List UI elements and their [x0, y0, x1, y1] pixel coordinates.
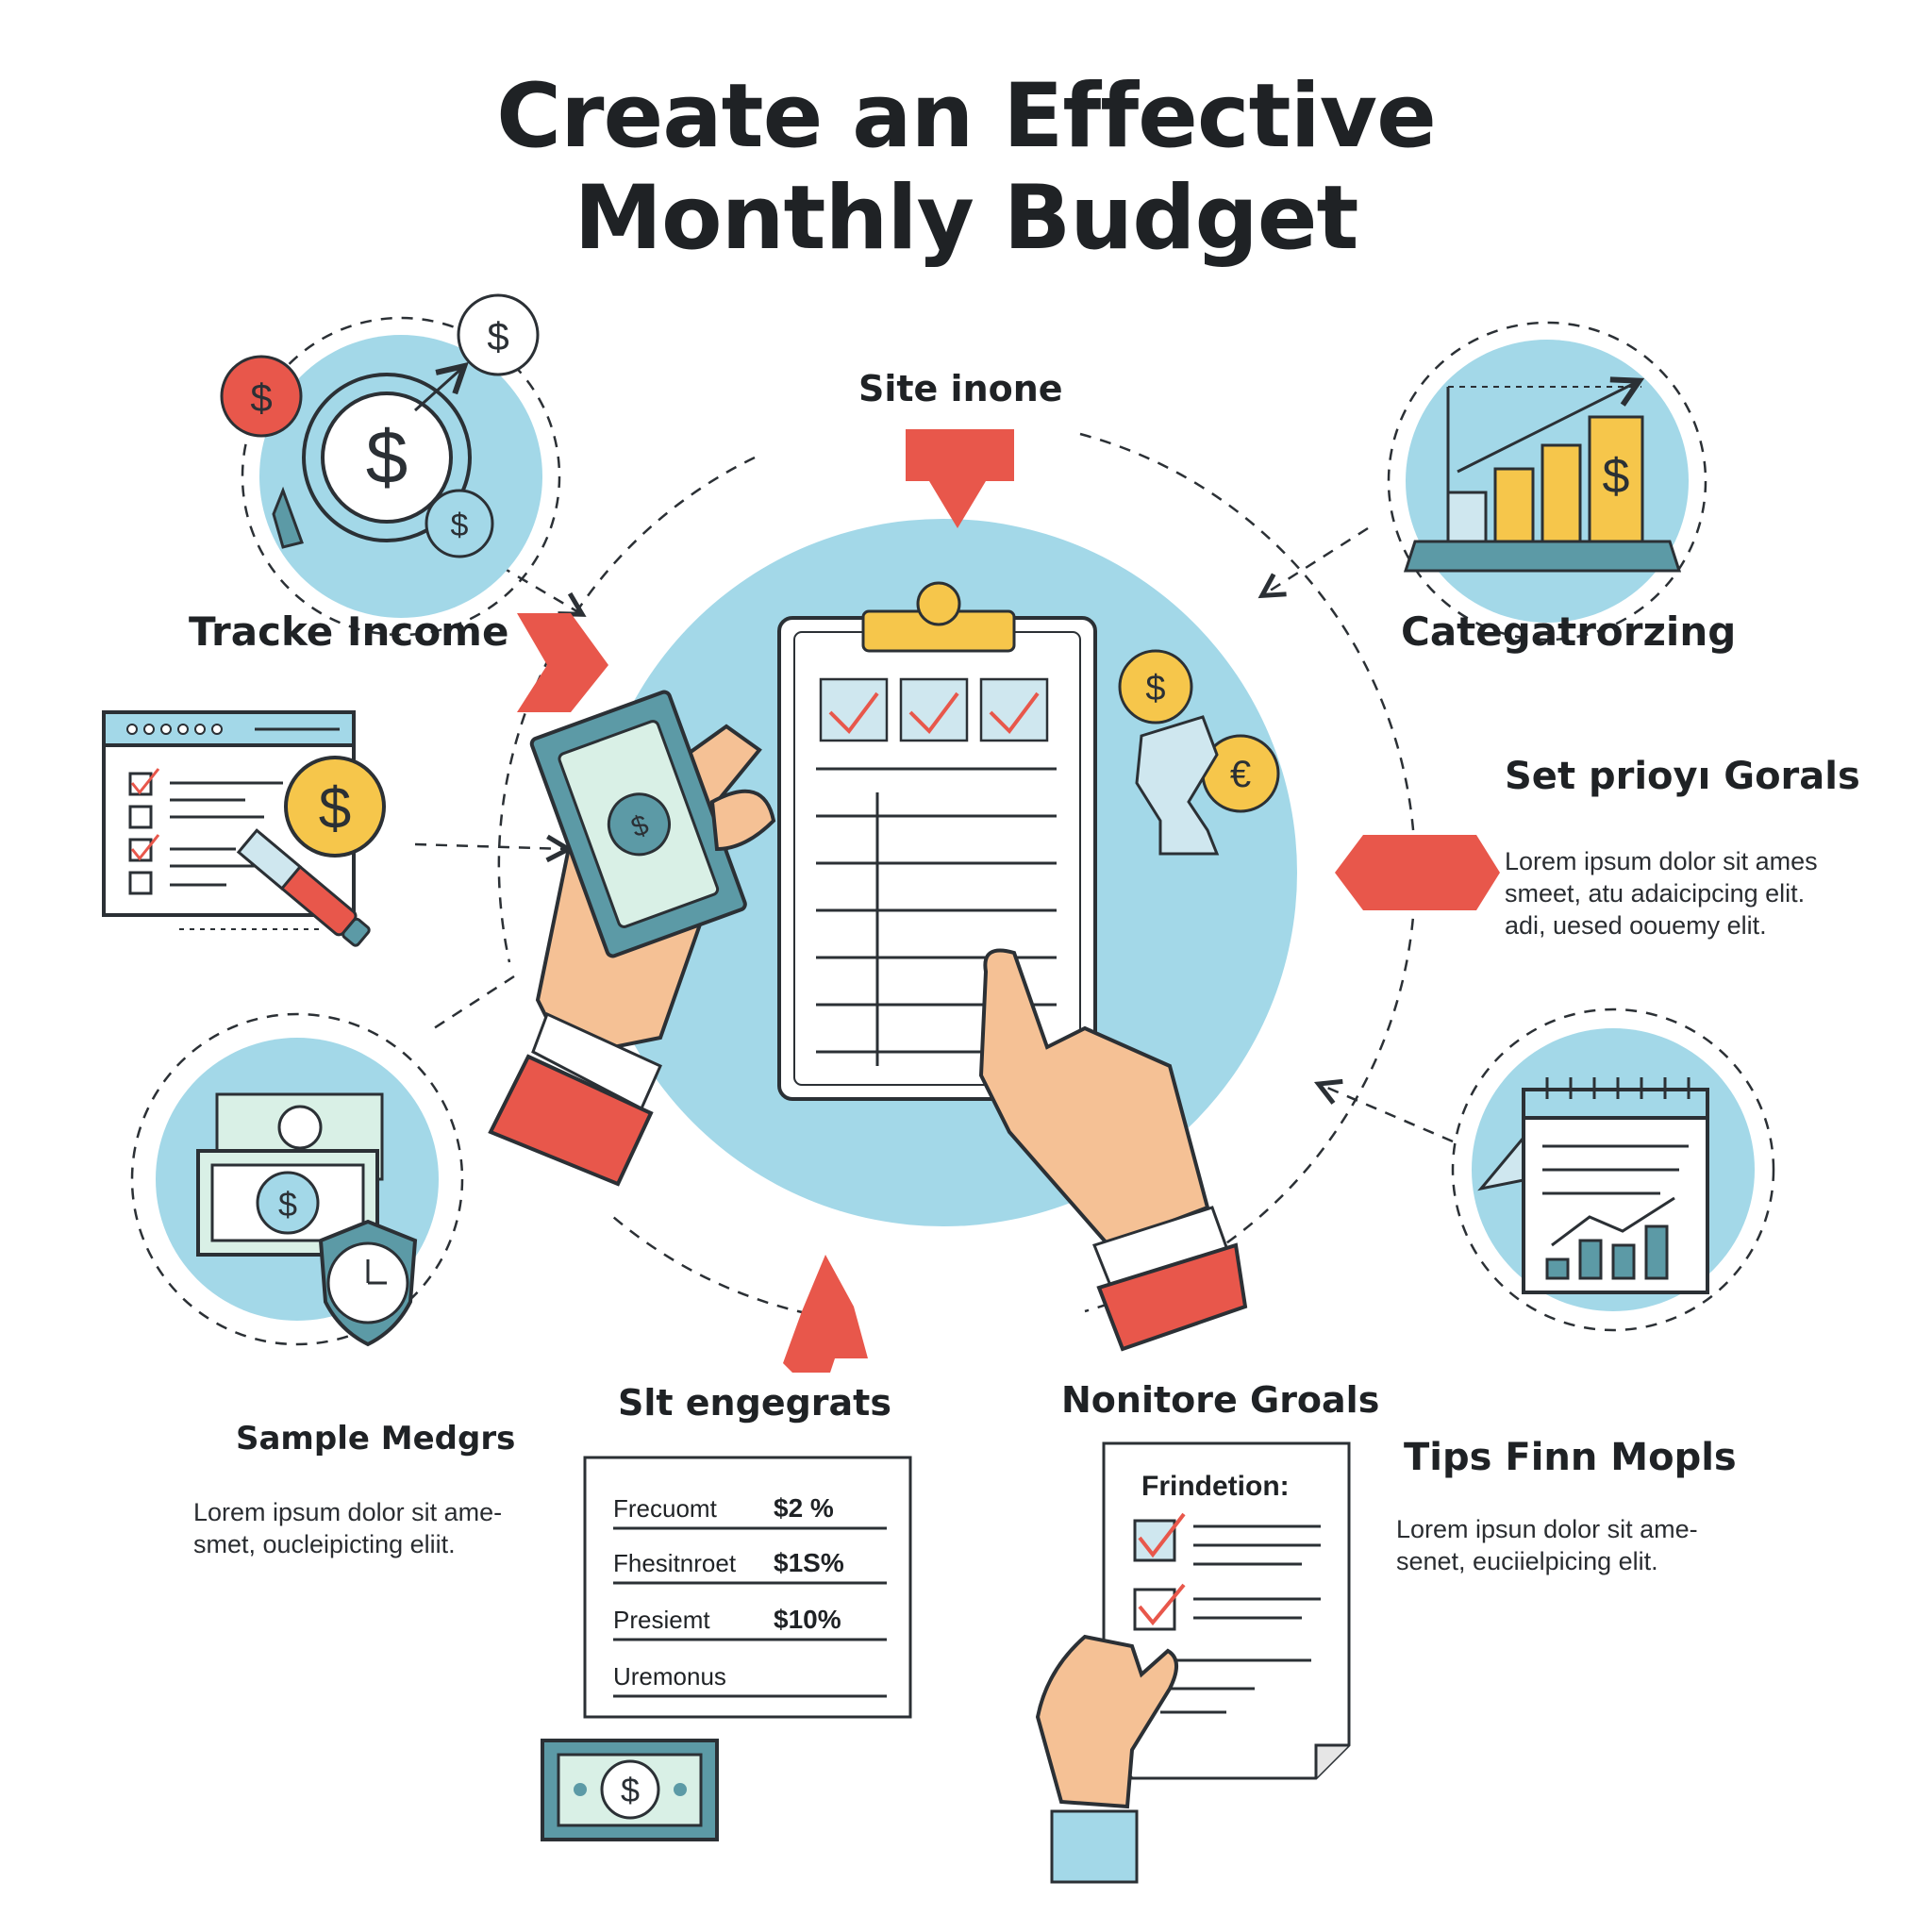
set-goals-text-line: smeet, atu adaicipcing elit. [1505, 879, 1806, 908]
track-income-icon: $ $ $ $ [220, 293, 561, 637]
label-monitor: Nonitore Groals [1061, 1379, 1380, 1421]
tips-text-line: Lorem ipsun dolor sit ame- [1396, 1515, 1698, 1543]
svg-text:$: $ [250, 375, 272, 420]
set-goals-text: Lorem ipsum dolor sit ames smeet, atu ad… [1505, 845, 1818, 941]
svg-text:$: $ [1145, 669, 1165, 708]
shield-clock-icon: $ [130, 1012, 464, 1347]
label-track-income: Tracke Income [189, 608, 509, 655]
svg-text:$: $ [487, 314, 508, 358]
table-row-1-value: $2 % [774, 1493, 834, 1523]
label-sample: Sample Medgrs [236, 1420, 516, 1457]
monitor-document: Frindetion: [1035, 1441, 1351, 1884]
label-tips: Tips Finn Mopls [1404, 1436, 1737, 1479]
set-goals-text-line: adi, uesed oouemy elit. [1505, 911, 1767, 940]
arrow-icon [517, 429, 1500, 1373]
checklist-icon: $ [102, 710, 386, 947]
table-row-1-label: Frecuomt [613, 1494, 718, 1523]
svg-text:$: $ [1603, 449, 1630, 504]
doc-heading: Frindetion: [1141, 1471, 1290, 1502]
title-line-2: Monthly Budget [574, 167, 1359, 270]
page-title: Create an Effective Monthly Budget [0, 66, 1932, 270]
svg-text:€: € [1230, 754, 1251, 795]
table-row-3-value: $10% [774, 1605, 841, 1634]
svg-text:$: $ [319, 776, 351, 841]
euro-coin-icon: € [1201, 734, 1280, 813]
table-row-3-label: Presiemt [613, 1606, 710, 1634]
table-row-2-label: Fhesitnroet [613, 1549, 737, 1577]
budget-table-card: Frecuomt $2 % Fhesitnroet $1S% Presiemt … [583, 1456, 912, 1719]
sample-text-line: smet, oucleipicting eliit. [193, 1530, 456, 1558]
label-set-goals: Set prioyı Gorals [1505, 755, 1860, 798]
sample-text-line: Lorem ipsum dolor sit ame- [193, 1498, 503, 1526]
label-categorizing: Categatrorzing [1401, 608, 1737, 655]
svg-text:$: $ [278, 1185, 297, 1224]
svg-text:$: $ [451, 508, 469, 543]
table-row-2-value: $1S% [774, 1548, 844, 1577]
label-engegrats: Slt engegrats [618, 1382, 891, 1424]
table-row-4-label: Uremonus [613, 1662, 726, 1690]
svg-text:$: $ [621, 1771, 640, 1809]
dollar-coin-icon: $ [1118, 649, 1193, 724]
label-site-income: Site inone [858, 368, 1063, 409]
clipboard-icon [777, 581, 1097, 1101]
sample-text: Lorem ipsum dolor sit ame- smet, oucleip… [193, 1496, 502, 1560]
svg-text:$: $ [366, 415, 408, 499]
hand-with-cash [1135, 715, 1220, 856]
title-line-1: Create an Effective [496, 65, 1437, 168]
dashed-connectors [414, 432, 1454, 1323]
tips-text: Lorem ipsun dolor sit ame- senet, euciie… [1396, 1513, 1698, 1577]
calendar-icon [1451, 1008, 1775, 1332]
hand-with-bill: $ [488, 690, 776, 1187]
banknote-icon: $ [541, 1739, 719, 1841]
bar-chart-icon: $ [1387, 321, 1707, 641]
pointing-hand [978, 948, 1248, 1352]
set-goals-text-line: Lorem ipsum dolor sit ames [1505, 847, 1818, 875]
tips-text-line: senet, euciielpicing elit. [1396, 1547, 1658, 1575]
